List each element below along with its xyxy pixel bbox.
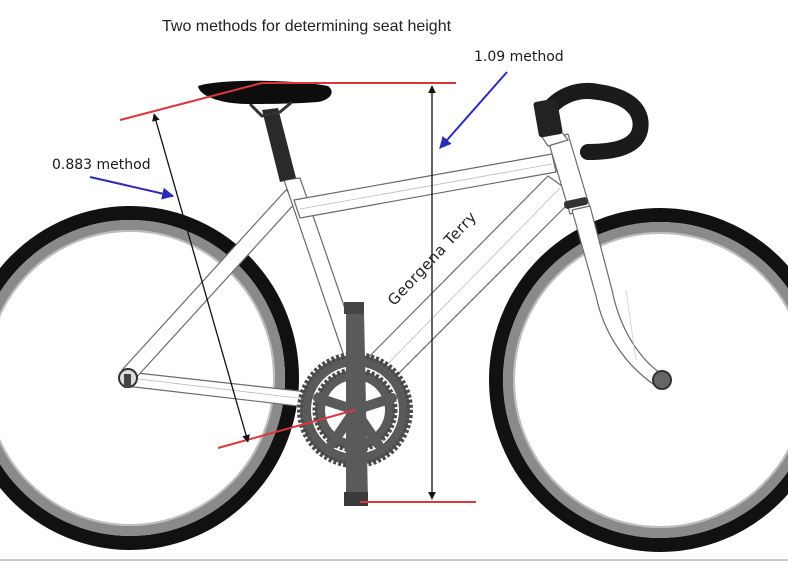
bottom-divider	[0, 559, 788, 561]
front-wheel	[489, 208, 788, 552]
diagram-title: Two methods for determining seat height	[162, 18, 452, 35]
seatpost	[262, 108, 296, 182]
label-0883-method: 0.883 method	[52, 157, 151, 173]
red-line-0883-top	[119, 82, 263, 121]
pointer-arrow-109	[439, 71, 508, 149]
frame	[121, 129, 665, 408]
rear-dropout	[118, 368, 138, 388]
label-109-method: 1.09 method	[474, 49, 564, 65]
handlebar	[533, 83, 649, 160]
front-hub	[652, 370, 672, 390]
headset	[563, 197, 589, 209]
pointer-arrow-0883	[89, 176, 175, 200]
saddle	[198, 80, 332, 104]
measurement-lines	[119, 82, 476, 503]
dimension-arrow-0883	[152, 113, 250, 443]
rear-wheel	[0, 206, 299, 550]
